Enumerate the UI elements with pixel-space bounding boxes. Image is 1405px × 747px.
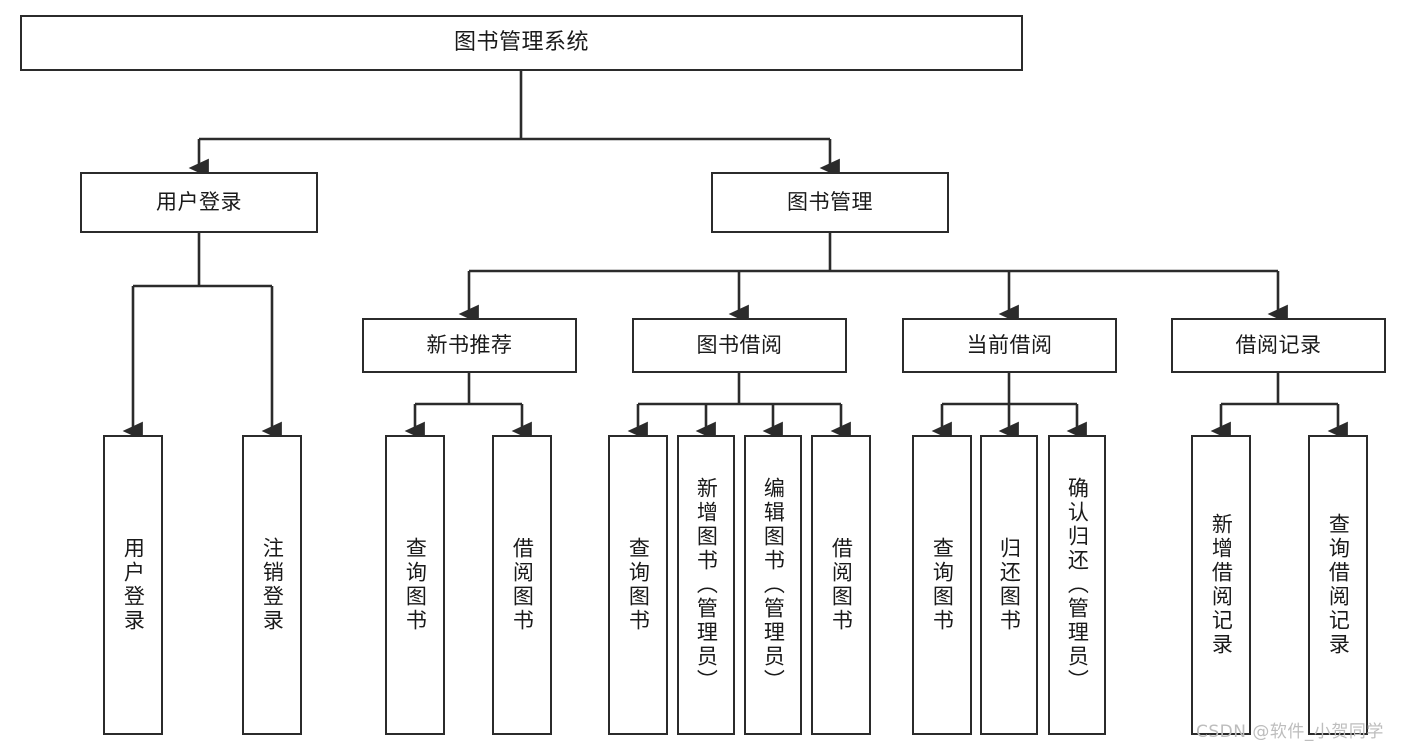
node-label: 当前借阅 [966, 332, 1053, 357]
node-label: 注销登录 [260, 537, 285, 633]
node-label: 用户登录 [156, 189, 242, 214]
node-label: 查询图书 [626, 537, 651, 633]
node-label: 新增图书（管理员） [694, 477, 719, 693]
node-leaf-borrow-add-book-admin[interactable]: 新增图书（管理员） [677, 435, 735, 735]
node-label: 确认归还（管理员） [1065, 477, 1090, 693]
node-leaf-user-logout[interactable]: 注销登录 [242, 435, 302, 735]
node-label: 图书管理 [787, 189, 873, 214]
node-label: 查询借阅记录 [1326, 513, 1351, 657]
node-label: 查询图书 [403, 537, 428, 633]
node-current-borrow[interactable]: 当前借阅 [902, 318, 1117, 373]
node-leaf-borrow-edit-book-admin[interactable]: 编辑图书（管理员） [744, 435, 802, 735]
node-label: 用户登录 [121, 537, 146, 633]
node-leaf-current-confirm-return-admin[interactable]: 确认归还（管理员） [1048, 435, 1106, 735]
node-label: 借阅记录 [1235, 332, 1322, 357]
node-leaf-current-query-book[interactable]: 查询图书 [912, 435, 972, 735]
node-label: 图书借阅 [696, 332, 783, 357]
node-leaf-borrow-do-borrow-book[interactable]: 借阅图书 [811, 435, 871, 735]
node-book-borrow[interactable]: 图书借阅 [632, 318, 847, 373]
node-user-login[interactable]: 用户登录 [80, 172, 318, 233]
node-leaf-borrow-query-book[interactable]: 查询图书 [608, 435, 668, 735]
node-leaf-recommend-query-book[interactable]: 查询图书 [385, 435, 445, 735]
node-leaf-record-query-borrow-record[interactable]: 查询借阅记录 [1308, 435, 1368, 735]
node-label: 归还图书 [997, 537, 1022, 633]
node-label: 借阅图书 [510, 537, 535, 633]
node-label: 借阅图书 [829, 537, 854, 633]
node-label: 新书推荐 [426, 332, 513, 357]
node-borrow-record[interactable]: 借阅记录 [1171, 318, 1386, 373]
node-leaf-record-add-borrow-record[interactable]: 新增借阅记录 [1191, 435, 1251, 735]
node-leaf-current-return-book[interactable]: 归还图书 [980, 435, 1038, 735]
node-label: 查询图书 [930, 537, 955, 633]
node-leaf-user-login[interactable]: 用户登录 [103, 435, 163, 735]
node-new-book-recommendation[interactable]: 新书推荐 [362, 318, 577, 373]
csdn-watermark: CSDN @软件_小贺同学 [1196, 722, 1384, 742]
node-label: 新增借阅记录 [1209, 513, 1234, 657]
node-label: 图书管理系统 [453, 29, 589, 55]
node-label: 编辑图书（管理员） [761, 477, 786, 693]
node-book-management[interactable]: 图书管理 [711, 172, 949, 233]
node-root-book-management-system[interactable]: 图书管理系统 [20, 15, 1023, 71]
node-leaf-recommend-borrow-book[interactable]: 借阅图书 [492, 435, 552, 735]
